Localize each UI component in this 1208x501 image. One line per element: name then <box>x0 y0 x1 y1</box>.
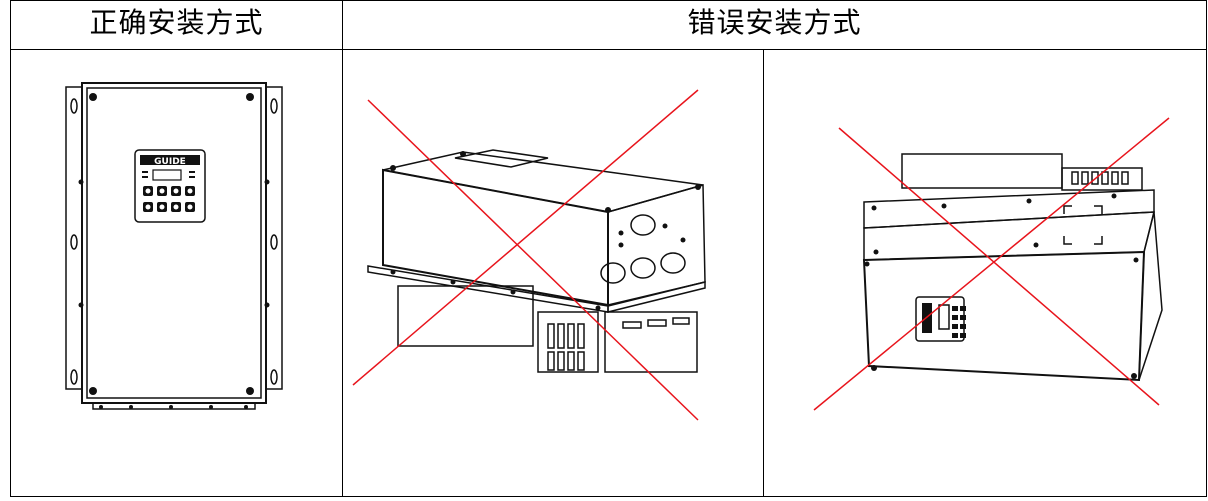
keypad-panel: GUIDE <box>134 149 206 223</box>
installation-table: 正确安装方式 错误安装方式 <box>10 0 1207 497</box>
wrong-installation-cell-flat <box>342 49 764 497</box>
brand-logo: GUIDE <box>154 157 186 167</box>
header-correct-installation: 正确安装方式 <box>10 0 343 50</box>
vertical-mounted-device-illustration: GUIDE <box>65 82 283 410</box>
wrong-cross-mark <box>813 117 1170 411</box>
wrong-installation-cell-side <box>763 49 1207 497</box>
flat-mounted-device-illustration <box>352 89 706 421</box>
side-mounted-device-illustration <box>813 117 1170 411</box>
correct-installation-cell: GUIDE <box>10 49 343 497</box>
wrong-cross-mark <box>352 89 699 421</box>
header-wrong-installation: 错误安装方式 <box>342 0 1207 50</box>
